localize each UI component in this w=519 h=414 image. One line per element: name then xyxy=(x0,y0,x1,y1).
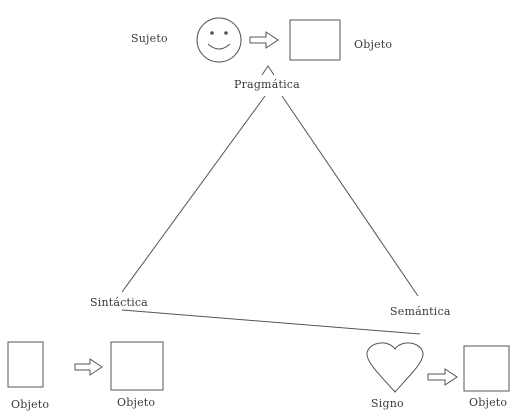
caret-up-icon xyxy=(261,65,275,76)
edge-pragmatica-semantica xyxy=(281,95,419,297)
square-icon xyxy=(463,345,510,392)
sintactica-label: Sintáctica xyxy=(90,296,148,309)
hollow-right-arrow-icon xyxy=(249,31,279,49)
smiley-face-icon xyxy=(196,17,242,63)
bottom-left-object1-label: Objeto xyxy=(11,398,50,411)
semantica-label: Semántica xyxy=(390,305,451,318)
top-object-label: Objeto xyxy=(354,38,393,51)
pragmatica-label: Pragmática xyxy=(234,78,300,91)
square-icon xyxy=(110,341,164,391)
hollow-right-arrow-icon xyxy=(74,358,103,376)
square-icon xyxy=(7,341,44,388)
subject-label: Sujeto xyxy=(131,32,168,45)
square-icon xyxy=(289,19,341,61)
hollow-right-arrow-icon xyxy=(427,368,458,386)
bottom-left-object2-label: Objeto xyxy=(117,396,156,409)
edge-sintactica-semantica xyxy=(121,309,421,335)
heart-icon xyxy=(366,342,424,393)
edge-pragmatica-sintactica xyxy=(121,95,266,293)
sign-label: Signo xyxy=(371,397,404,410)
bottom-right-object-label: Objeto xyxy=(469,396,508,409)
